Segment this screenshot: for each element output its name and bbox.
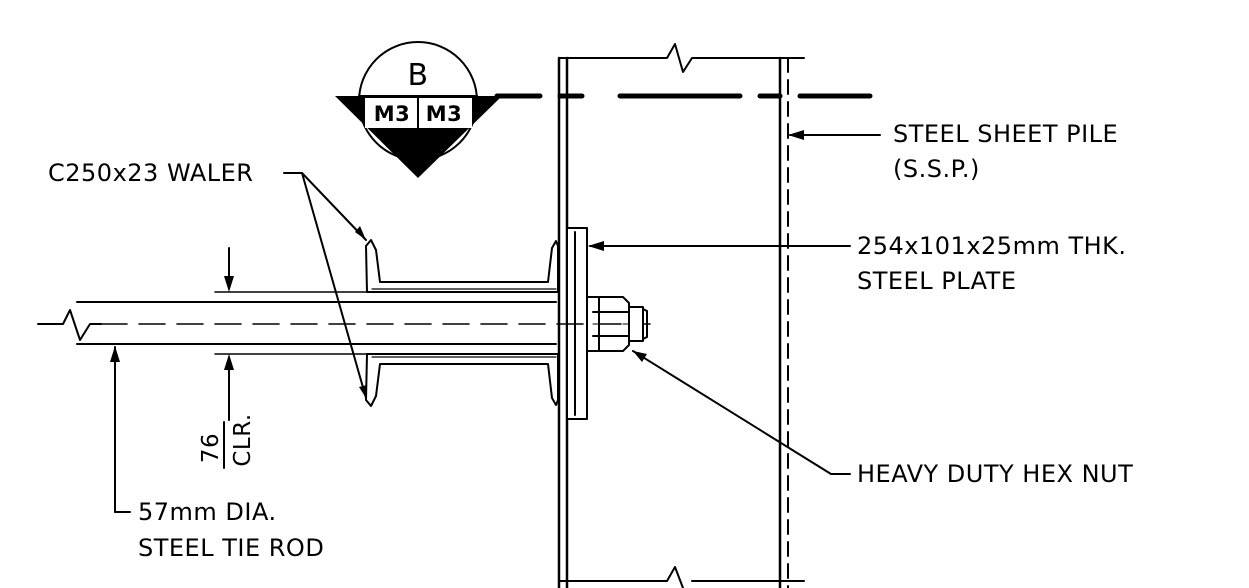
plate-label-line2: STEEL PLATE — [857, 267, 1017, 295]
section-left-sheet: M3 — [374, 102, 411, 126]
leader-sheet-pile — [788, 130, 881, 140]
tie-rod — [37, 301, 651, 345]
tie-rod-label-line2: STEEL TIE ROD — [138, 534, 324, 562]
tie-rod-label: 57mm DIA. — [138, 498, 277, 526]
waler-bottom-channel — [365, 353, 559, 407]
leader-tie-rod — [110, 346, 131, 513]
dimension-value: 76 — [198, 433, 224, 463]
sheet-pile-label: STEEL SHEET PILE — [893, 120, 1118, 148]
section-right-sheet: M3 — [426, 102, 463, 126]
nut-label: HEAVY DUTY HEX NUT — [857, 460, 1133, 488]
dimension-note: CLR. — [230, 413, 256, 466]
sheet-pile-abbrev-label: (S.S.P.) — [893, 155, 980, 183]
hex-nut — [586, 296, 648, 352]
leader-nut — [632, 350, 851, 475]
waler-top-channel — [365, 239, 559, 293]
dimension-clearance — [214, 247, 373, 469]
leader-plate — [588, 241, 851, 251]
leader-waler — [283, 172, 367, 399]
waler-label: C250x23 WALER — [48, 159, 253, 187]
section-letter: B — [407, 58, 428, 93]
plate-label: 254x101x25mm THK. — [857, 232, 1127, 260]
section-marker-symbol — [335, 41, 502, 178]
